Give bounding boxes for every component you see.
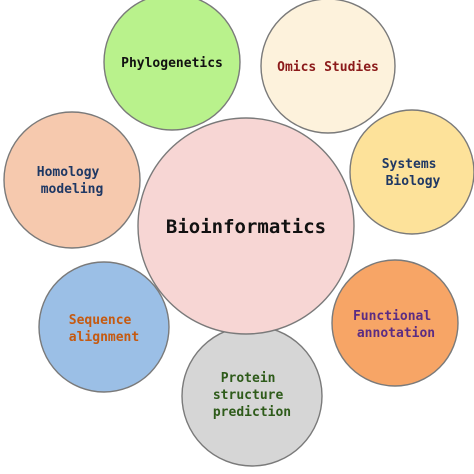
center-label: Bioinformatics <box>166 216 326 238</box>
node-circle <box>38 261 170 393</box>
node-label: Functional annotation <box>353 309 439 341</box>
node-phylogenetics: Phylogenetics <box>103 0 241 131</box>
node-circle <box>3 111 141 249</box>
node-label-line: prediction <box>213 405 291 420</box>
node-circle <box>331 259 459 387</box>
center-circle <box>137 117 355 335</box>
node-label: Homology modeling <box>37 165 107 197</box>
node-label-line: Protein <box>221 371 276 386</box>
node-label: Omics Studies <box>277 60 379 75</box>
node-label-line: modeling <box>41 182 104 197</box>
node-label-line: Functional <box>353 309 431 324</box>
node-circle <box>349 109 474 235</box>
node-systems-biology: Systems Biology <box>349 109 474 235</box>
node-homology-modeling: Homology modeling <box>3 111 141 249</box>
node-center: Bioinformatics <box>137 117 355 335</box>
node-label-line: Systems <box>382 157 437 172</box>
node-functional-annotation: Functional annotation <box>331 259 459 387</box>
node-label-line: Homology <box>37 165 100 180</box>
node-label-line: Sequence <box>69 313 132 328</box>
node-label-line: Omics Studies <box>277 60 379 75</box>
node-label-line: Phylogenetics <box>121 56 223 71</box>
node-label-line: alignment <box>69 330 139 345</box>
node-circle <box>260 0 396 134</box>
node-label: Protein structure prediction <box>213 371 291 420</box>
node-circle <box>103 0 241 131</box>
node-label: Sequence alignment <box>69 313 139 345</box>
node-label-line: structure <box>213 388 284 403</box>
node-sequence-alignment: Sequence alignment <box>38 261 170 393</box>
node-label-line: Biology <box>386 174 441 189</box>
node-protein-structure-prediction: Protein structure prediction <box>181 325 323 467</box>
node-omics-studies: Omics Studies <box>260 0 396 134</box>
node-label-line: annotation <box>357 326 435 341</box>
node-label: Systems Biology <box>382 157 445 189</box>
node-label: Phylogenetics <box>121 56 223 71</box>
